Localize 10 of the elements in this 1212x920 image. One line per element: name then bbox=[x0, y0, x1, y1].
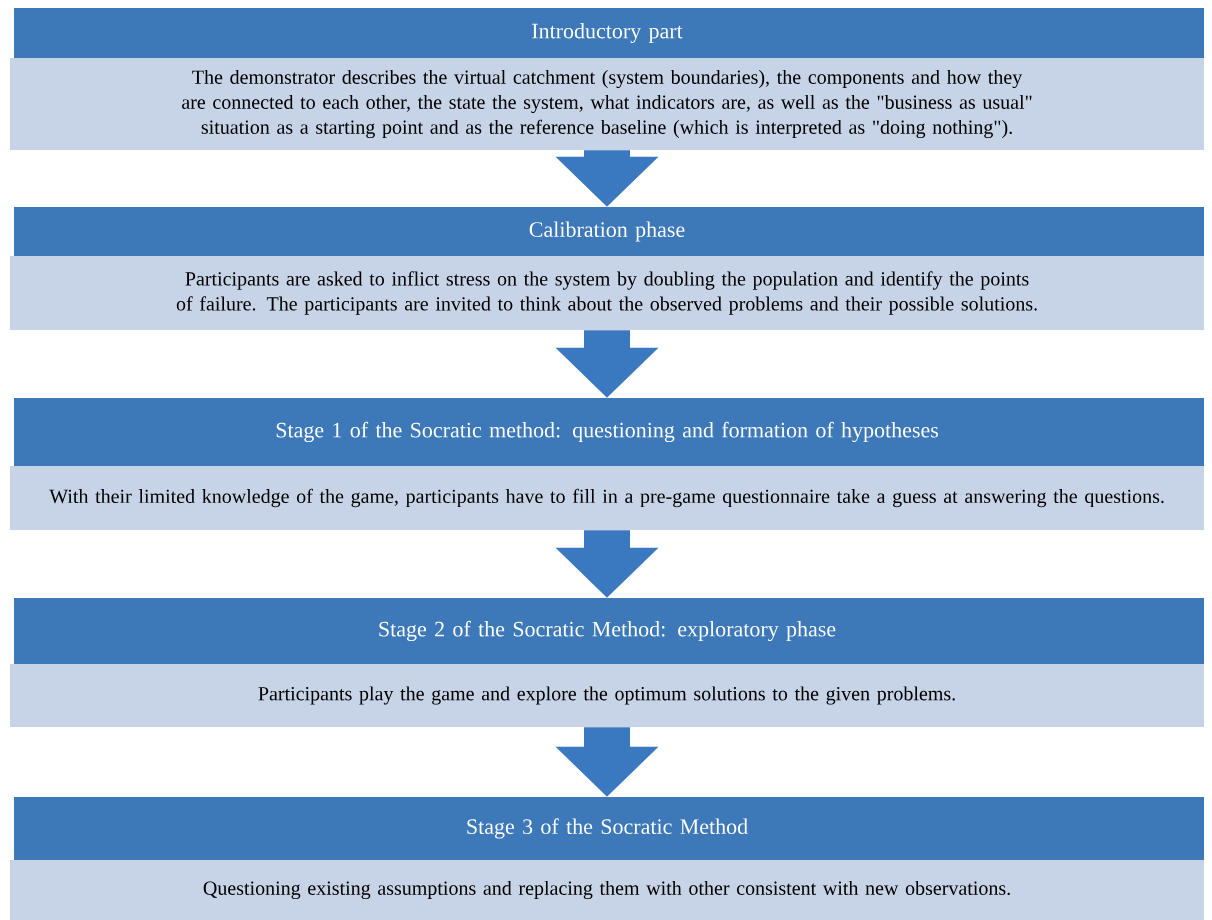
description-band: Questioning existing assumptions and replacing them with other consistent with new observations. bbox=[10, 860, 1204, 920]
description-band: Participants are asked to inflict stress on the system by doubling the population and identify the points of failure. The participants are invited to think about the observed problems and their possible solutions. bbox=[10, 256, 1204, 330]
header-band: Stage 1 of the Socratic method: questioning and formation of hypotheses bbox=[14, 398, 1204, 466]
header-band: Stage 3 of the Socratic Method bbox=[14, 797, 1204, 860]
description-band: With their limited knowledge of the game, participants have to fill in a pre-game questionnaire take a guess at answering the questions. bbox=[10, 466, 1204, 530]
header-band: Calibration phase bbox=[14, 207, 1204, 256]
description-band: The demonstrator describes the virtual catchment (system boundaries), the components and how they are connected to each other, the state the system, what indicators are, as well as the "business as usual" situation as a starting point and as the reference baseline (which is interpreted as "doing nothing"). bbox=[10, 58, 1204, 150]
description-band: Participants play the game and explore the optimum solutions to the given problems. bbox=[10, 664, 1204, 727]
header-band: Introductory part bbox=[14, 8, 1204, 58]
header-band: Stage 2 of the Socratic Method: exploratory phase bbox=[14, 598, 1204, 664]
